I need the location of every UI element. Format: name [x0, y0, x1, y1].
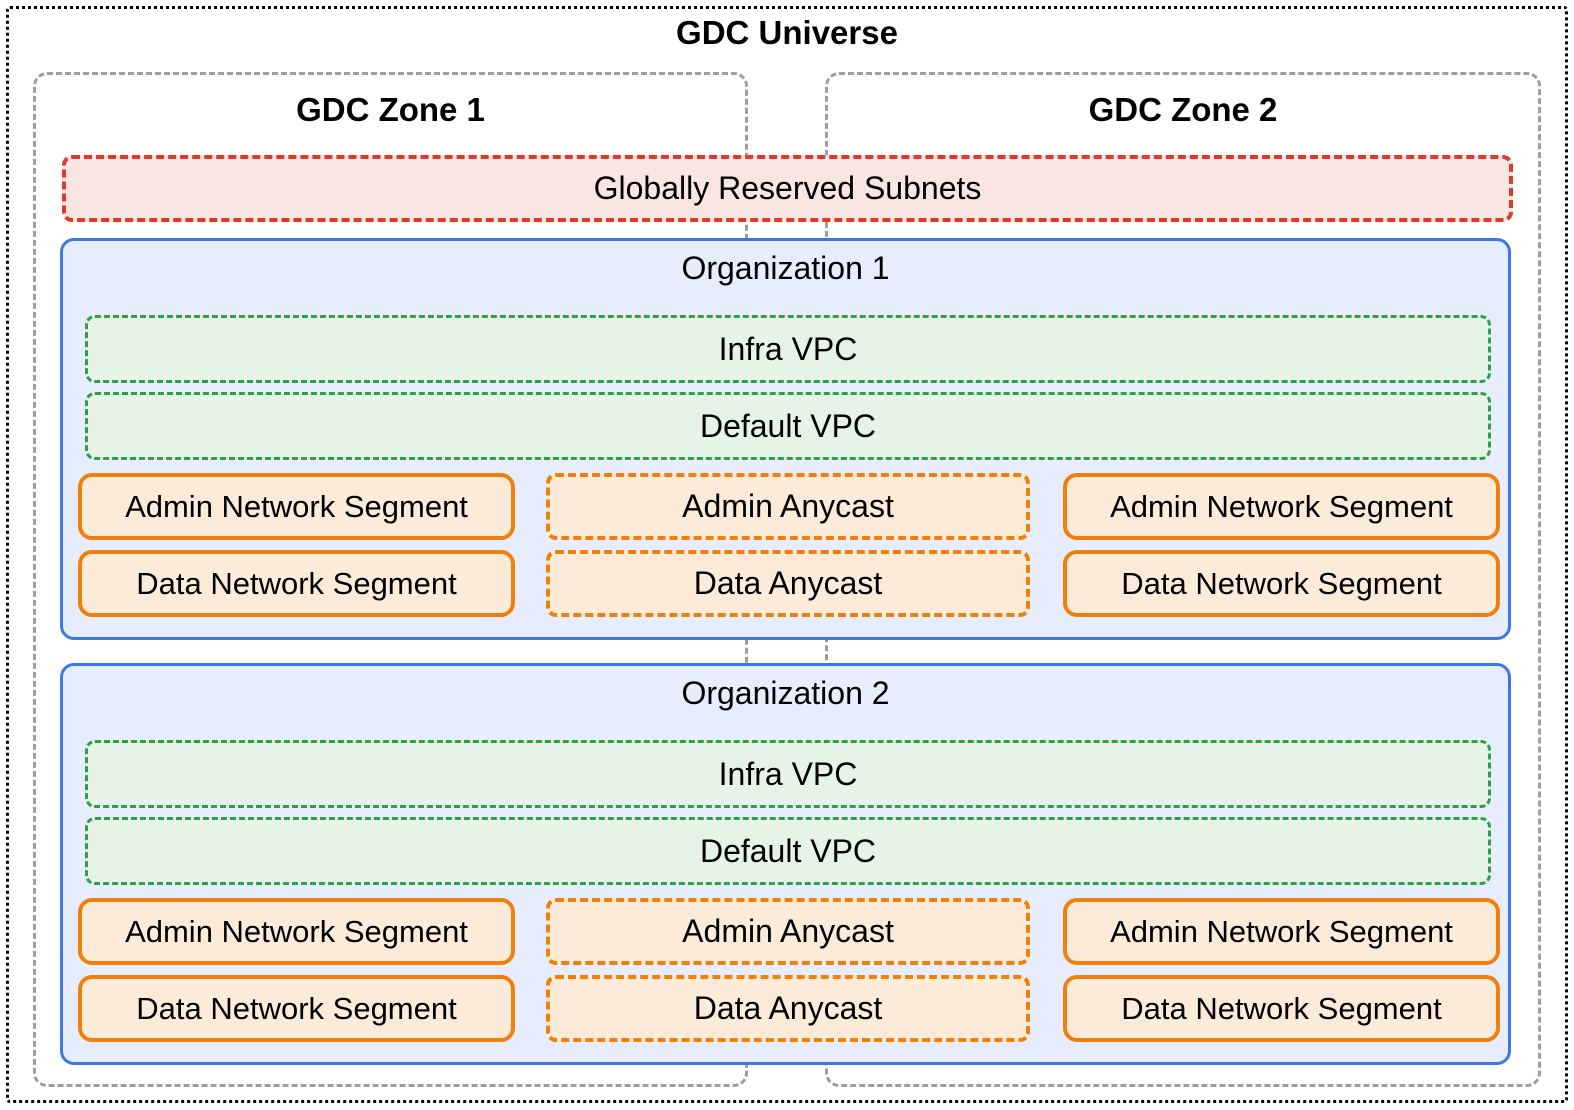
organization-1-data-anycast: Data Anycast	[546, 550, 1030, 617]
organization-2-infra-vpc: Infra VPC	[85, 740, 1491, 808]
organization-2-infra-vpc-label: Infra VPC	[718, 755, 858, 792]
admin-anycast-label: Admin Anycast	[682, 488, 894, 524]
organization-1-infra-vpc: Infra VPC	[85, 315, 1491, 383]
organization-2-default-vpc-label: Default VPC	[699, 832, 877, 869]
organization-1: Organization 1 Infra VPC Default VPC Adm…	[60, 238, 1511, 640]
organization-1-infra-vpc-label: Infra VPC	[718, 330, 858, 367]
organization-2: Organization 2 Infra VPC Default VPC Adm…	[60, 663, 1511, 1065]
organization-1-title: Organization 1	[681, 250, 890, 286]
organization-1-zone-2-admin-network-segment: Admin Network Segment	[1063, 473, 1500, 540]
organization-2-title: Organization 2	[681, 675, 890, 711]
organization-1-default-vpc-label: Default VPC	[699, 407, 877, 444]
admin-network-segment-label: Admin Network Segment	[125, 913, 468, 949]
organization-2-zone-2-data-network-segment: Data Network Segment	[1063, 975, 1500, 1042]
organization-2-default-vpc: Default VPC	[85, 817, 1491, 885]
organization-2-zone-1-admin-network-segment: Admin Network Segment	[78, 898, 515, 965]
organization-1-zone-2-data-network-segment: Data Network Segment	[1063, 550, 1500, 617]
data-network-segment-label: Data Network Segment	[136, 990, 457, 1026]
organization-1-zone-1-data-network-segment: Data Network Segment	[78, 550, 515, 617]
data-anycast-label: Data Anycast	[693, 565, 883, 601]
universe-title: GDC Universe	[676, 14, 898, 51]
data-network-segment-label: Data Network Segment	[1121, 990, 1442, 1026]
admin-network-segment-label: Admin Network Segment	[125, 488, 468, 524]
zone-1-title: GDC Zone 1	[296, 91, 485, 128]
organization-2-data-anycast: Data Anycast	[546, 975, 1030, 1042]
organization-1-admin-anycast: Admin Anycast	[546, 473, 1030, 540]
organization-1-default-vpc: Default VPC	[85, 392, 1491, 460]
globally-reserved-subnets-label: Globally Reserved Subnets	[593, 170, 982, 206]
data-network-segment-label: Data Network Segment	[1121, 565, 1442, 601]
zone-2-title: GDC Zone 2	[1088, 91, 1278, 128]
admin-anycast-label: Admin Anycast	[682, 913, 894, 949]
admin-network-segment-label: Admin Network Segment	[1110, 488, 1453, 524]
data-anycast-label: Data Anycast	[693, 990, 883, 1026]
organization-1-zone-1-admin-network-segment: Admin Network Segment	[78, 473, 515, 540]
organization-2-zone-1-data-network-segment: Data Network Segment	[78, 975, 515, 1042]
universe-boundary	[6, 6, 1568, 1103]
globally-reserved-subnets: Globally Reserved Subnets	[62, 155, 1513, 222]
organization-2-admin-anycast: Admin Anycast	[546, 898, 1030, 965]
data-network-segment-label: Data Network Segment	[136, 565, 457, 601]
organization-2-zone-2-admin-network-segment: Admin Network Segment	[1063, 898, 1500, 965]
admin-network-segment-label: Admin Network Segment	[1110, 913, 1453, 949]
